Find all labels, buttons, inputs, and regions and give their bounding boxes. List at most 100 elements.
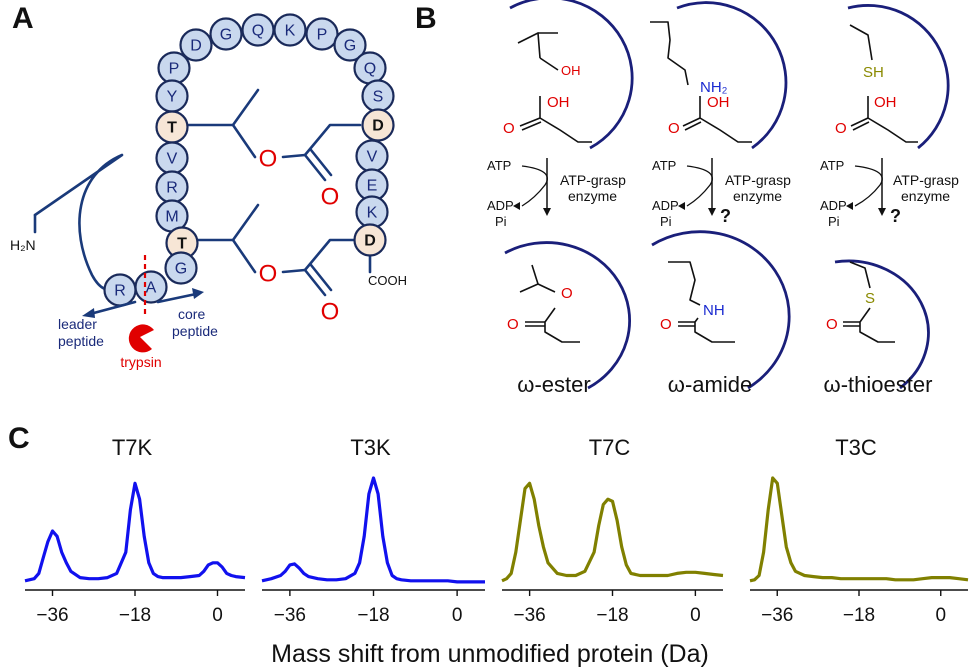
svg-text:A: A (146, 280, 157, 297)
product-amide: NH O (651, 230, 791, 390)
svg-text:R: R (166, 180, 178, 197)
acid-o-label-1: O (503, 120, 515, 137)
svg-text:S: S (373, 89, 384, 106)
svg-text:Y: Y (167, 89, 178, 106)
svg-text:D: D (190, 38, 202, 55)
chart-title: T3K (350, 435, 391, 460)
residue-left-1: T (155, 110, 189, 144)
svg-text:P: P (169, 61, 180, 78)
residue-loop-1: D (179, 28, 213, 62)
chart-title: T7K (112, 435, 153, 460)
panel-c-letter: C (8, 422, 30, 455)
thiol-label: SH (863, 64, 884, 81)
chart-title: T7C (589, 435, 631, 460)
residue-loop-3: Q (241, 13, 275, 47)
product-label-amide: ω-amide (668, 372, 752, 397)
x-tick-label: −36 (761, 605, 793, 626)
residue-left-2: V (155, 141, 189, 175)
x-tick-label: 0 (452, 605, 463, 626)
oxygen-label-1: O (259, 146, 278, 173)
residue-left-3: R (155, 170, 189, 204)
svg-text:E: E (367, 178, 378, 195)
svg-text:V: V (167, 151, 178, 168)
acid-oh-label-3: OH (874, 94, 897, 111)
series-line (749, 476, 969, 583)
svg-text:M: M (165, 209, 178, 226)
product-label-thioester: ω-thioester (824, 372, 933, 397)
x-tick-label: −18 (843, 605, 875, 626)
svg-text:T: T (167, 120, 177, 137)
svg-text:K: K (367, 205, 378, 222)
amide-nh-label: NH (703, 302, 725, 319)
x-tick-label: −36 (36, 605, 68, 626)
adp-label: ADP (652, 198, 679, 213)
svg-text:R: R (114, 283, 126, 300)
panel-b-letter: B (415, 2, 437, 35)
oxygen-label-2: O (321, 184, 340, 211)
ester-carbonyl-label: O (507, 316, 519, 333)
residue-loop-0: P (157, 51, 191, 85)
svg-text:G: G (175, 261, 187, 278)
svg-text:T: T (177, 236, 187, 253)
pi-label: Pi (828, 214, 840, 229)
chart-title: T3C (835, 435, 877, 460)
acid-oh-label-2: OH (707, 94, 730, 111)
adp-label: ADP (487, 198, 514, 213)
residue-bottom-2: G (164, 251, 198, 285)
x-tick-label: 0 (690, 605, 701, 626)
acid-oh-label-1: OH (547, 94, 570, 111)
residue-loop-6: G (333, 28, 367, 62)
svg-text:D: D (372, 118, 384, 135)
ester-linkages: O O O O (187, 88, 362, 326)
residue-left-0: Y (155, 79, 189, 113)
pi-label: Pi (660, 214, 672, 229)
acid-o-label-2: O (668, 120, 680, 137)
amide-carbonyl-label: O (660, 316, 672, 333)
hydroxyl-label: OH (561, 63, 581, 78)
svg-text:D: D (364, 233, 376, 250)
substrate-lysine: NH₂ OH O (650, 1, 788, 150)
residue-bottom-0: R (103, 273, 137, 307)
svg-text:Q: Q (252, 23, 264, 40)
oxygen-label-3: O (259, 261, 278, 288)
residue-right-0: D (361, 108, 395, 142)
residue-loop-5: P (305, 17, 339, 51)
residue-right-4: D (353, 223, 387, 257)
ester-o-label: O (561, 285, 573, 302)
residue-bottom-1: A (134, 270, 168, 304)
svg-text:Q: Q (364, 61, 376, 78)
amine-label: NH₂ (700, 79, 728, 96)
core-arrow (156, 292, 198, 304)
pi-label: Pi (495, 214, 507, 229)
svg-text:V: V (367, 149, 378, 166)
series-line (501, 481, 724, 583)
thioester-s-label: S (865, 290, 875, 307)
leader-arrow (88, 300, 137, 316)
panel-b: OH OH O NH₂ OH O SH OH O (487, 0, 959, 397)
h2n-label: H₂N (10, 237, 36, 253)
residue-loop-8: S (361, 79, 395, 113)
svg-text:G: G (344, 38, 356, 55)
adp-label: ADP (820, 198, 847, 213)
substrate-cysteine: SH OH O (835, 4, 950, 150)
x-tick-label: 0 (212, 605, 223, 626)
leader-chain (33, 153, 124, 292)
x-tick-label: −18 (357, 605, 389, 626)
svg-text:G: G (220, 27, 232, 44)
svg-text:K: K (285, 23, 296, 40)
